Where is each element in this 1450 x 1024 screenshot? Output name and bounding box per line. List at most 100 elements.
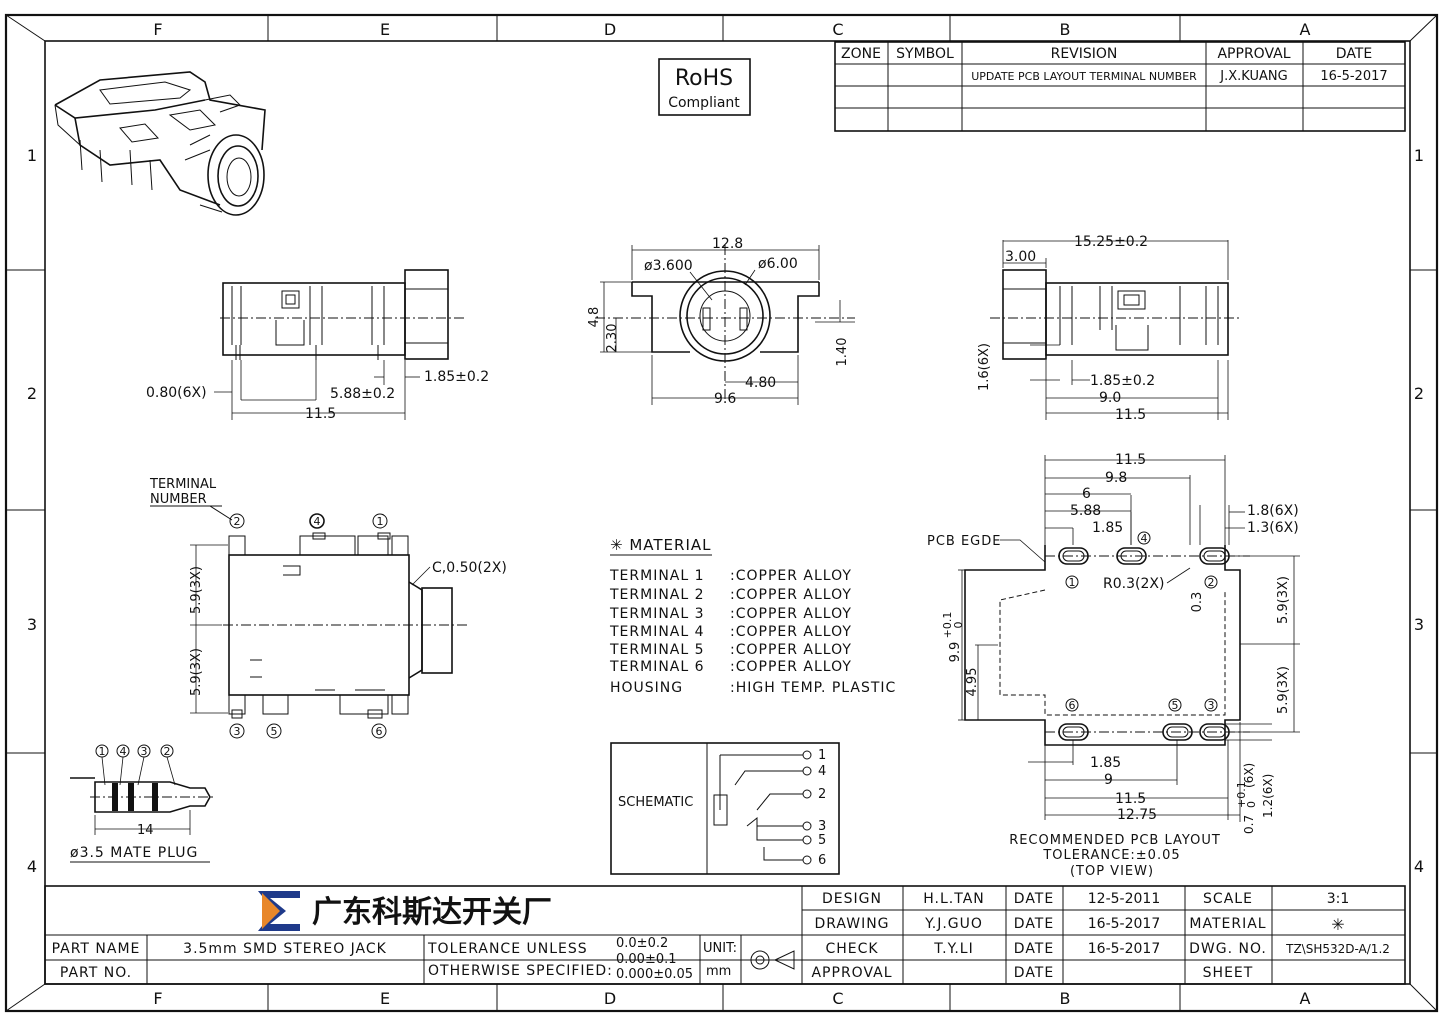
- col-label-e-bottom: E: [380, 989, 390, 1008]
- pcb-dim-11-5: 11.5: [1115, 452, 1146, 468]
- pcb-terminal-1: 1: [1069, 576, 1076, 589]
- scale-label: SCALE: [1203, 891, 1253, 907]
- right-dim-offset: 1.85±0.2: [1090, 373, 1155, 389]
- material-spec-5: :COPPER ALLOY: [730, 642, 852, 658]
- date-value-check: 16-5-2017: [1088, 941, 1160, 957]
- left-dim-pin-width: 0.80(6X): [146, 385, 207, 401]
- sheet-border: F E D C B A F E D C B A 1 2 3 4 1 2 3 4: [4, 13, 1439, 1013]
- col-label-a-bottom: A: [1300, 989, 1311, 1008]
- unit-value: mm: [706, 964, 731, 979]
- row-label-3: 3: [27, 615, 37, 634]
- tolerance-value-3: 0.000±0.05: [616, 967, 693, 982]
- pcb-dim-1-85: 1.85: [1092, 520, 1123, 536]
- front-dim-width: 12.8: [712, 236, 743, 252]
- material-label: MATERIAL: [1189, 916, 1266, 932]
- check-value: T.Y.LI: [933, 941, 973, 957]
- col-label-d-bottom: D: [604, 989, 616, 1008]
- part-no-label: PART NO.: [60, 965, 132, 981]
- pcb-dim-1-3: 1.3(6X): [1247, 520, 1299, 536]
- part-name-label: PART NAME: [52, 941, 141, 957]
- design-value: H.L.TAN: [923, 891, 985, 907]
- drawing-label: DRAWING: [814, 916, 889, 932]
- pcb-dim-9-9-tol-zero: 0: [952, 622, 965, 629]
- col-label-a: A: [1300, 20, 1311, 39]
- schematic-pin-2: 2: [818, 787, 826, 802]
- pcb-dim-9-8: 9.8: [1105, 470, 1127, 486]
- material-spec-2: :COPPER ALLOY: [730, 587, 852, 603]
- chamfer-label: C,0.50(2X): [432, 560, 507, 576]
- tolerance-value-2: 0.00±0.1: [616, 952, 677, 967]
- row-label-2-right: 2: [1414, 384, 1424, 403]
- material-part-1: TERMINAL 1: [609, 568, 705, 584]
- date-label-approval: DATE: [1014, 965, 1054, 981]
- left-dim-offset: 1.85±0.2: [424, 369, 489, 385]
- front-dim-half: 4.80: [745, 375, 776, 391]
- right-dim-span: 9.0: [1099, 390, 1121, 406]
- pcb-caption-tolerance: TOLERANCE:±0.05: [1042, 848, 1180, 863]
- front-dim-base: 9.6: [714, 391, 736, 407]
- pcb-dim-4-95: 4.95: [965, 668, 980, 697]
- pcb-dim-9-9: 9.9: [948, 642, 963, 663]
- terminal-label: TERMINAL: [149, 477, 217, 492]
- revision-table: ZONE SYMBOL REVISION APPROVAL DATE UPDAT…: [834, 41, 1406, 132]
- col-label-f-bottom: F: [153, 989, 162, 1008]
- schematic-pin-5: 5: [818, 833, 826, 848]
- pcb-dim-b1-85: 1.85: [1090, 755, 1121, 771]
- unit-label: UNIT:: [703, 941, 737, 956]
- rohs-text: RoHS: [675, 66, 733, 91]
- plug-length: 14: [137, 823, 154, 838]
- sheet-label: SHEET: [1203, 965, 1254, 981]
- schematic-pin-3: 3: [818, 819, 826, 834]
- title-block: 广东科斯达开关厂 PART NAME 3.5mm SMD STEREO JACK…: [44, 885, 1406, 985]
- isometric-view: [54, 71, 266, 216]
- side-view-right: 15.25±0.2 3.00 1.6(6X) 1.85±0.2 9.0 11.5: [977, 234, 1240, 423]
- date-label-check: DATE: [1014, 941, 1054, 957]
- front-view: 12.8 ø3.600 ø6.00 4.8 2.30 1.40 4.80 9.6: [587, 236, 855, 407]
- projection-symbol-icon: [748, 950, 800, 970]
- dwg-label: DWG. NO.: [1189, 941, 1267, 957]
- plug-ring-3: 3: [141, 745, 148, 758]
- rev-header-symbol: SYMBOL: [896, 46, 954, 62]
- top-terminal-6: 6: [376, 725, 383, 738]
- material-part-housing: HOUSING: [610, 680, 683, 696]
- rev-header-approval: APPROVAL: [1217, 46, 1290, 62]
- pcb-dim-0-3: 0.3: [1190, 592, 1205, 613]
- row-label-2: 2: [27, 384, 37, 403]
- design-label: DESIGN: [822, 891, 882, 907]
- pcb-dim-1-8: 1.8(6X): [1247, 503, 1299, 519]
- material-part-6: TERMINAL 6: [609, 659, 705, 675]
- terminal-number-label: NUMBER: [150, 492, 207, 507]
- material-spec-housing: :HIGH TEMP. PLASTIC: [730, 680, 896, 696]
- pcb-dim-b12-75: 12.75: [1117, 807, 1157, 823]
- rev-row-revision: UPDATE PCB LAYOUT TERMINAL NUMBER: [971, 70, 1197, 83]
- side-view-left: 0.80(6X) 5.88±0.2 1.85±0.2 11.5: [146, 269, 489, 422]
- date-label-drawing: DATE: [1014, 916, 1054, 932]
- front-dim-h1: 4.8: [587, 307, 602, 328]
- front-dim-h2: 2.30: [605, 324, 620, 353]
- pcb-dim-b9: 9: [1104, 772, 1113, 788]
- row-label-1: 1: [27, 146, 37, 165]
- rev-header-zone: ZONE: [841, 46, 881, 62]
- top-view: TERMINAL NUMBER 2 4 1 3 5 6: [149, 477, 507, 739]
- material-part-3: TERMINAL 3: [609, 606, 705, 622]
- check-label: CHECK: [825, 941, 878, 957]
- pcb-layout: 1 2 3 4 5 6 11.5 9.8 6 5.88 1.85 1.8: [927, 452, 1300, 879]
- company-name: 广东科斯达开关厂: [312, 895, 552, 930]
- pcb-caption-title: RECOMMENDED PCB LAYOUT: [1009, 833, 1221, 848]
- date-value-design: 12-5-2011: [1088, 891, 1160, 907]
- material-spec-1: :COPPER ALLOY: [730, 568, 852, 584]
- pcb-dim-9-9-tol-plus: +0.1: [941, 612, 954, 639]
- top-terminal-4: 4: [314, 515, 321, 528]
- top-terminal-5: 5: [271, 725, 278, 738]
- col-label-e: E: [380, 20, 390, 39]
- rev-header-date: DATE: [1336, 46, 1372, 62]
- material-part-4: TERMINAL 4: [609, 624, 705, 640]
- pcb-caption-view: (TOP VIEW): [1070, 864, 1154, 879]
- tolerance-line-1: TOLERANCE UNLESS: [427, 941, 588, 957]
- pcb-terminal-5: 5: [1172, 699, 1179, 712]
- col-label-d: D: [604, 20, 616, 39]
- pcb-dim-r0-3: R0.3(2X): [1103, 576, 1164, 592]
- col-label-c-bottom: C: [832, 989, 843, 1008]
- pcb-terminal-4: 4: [1141, 532, 1148, 545]
